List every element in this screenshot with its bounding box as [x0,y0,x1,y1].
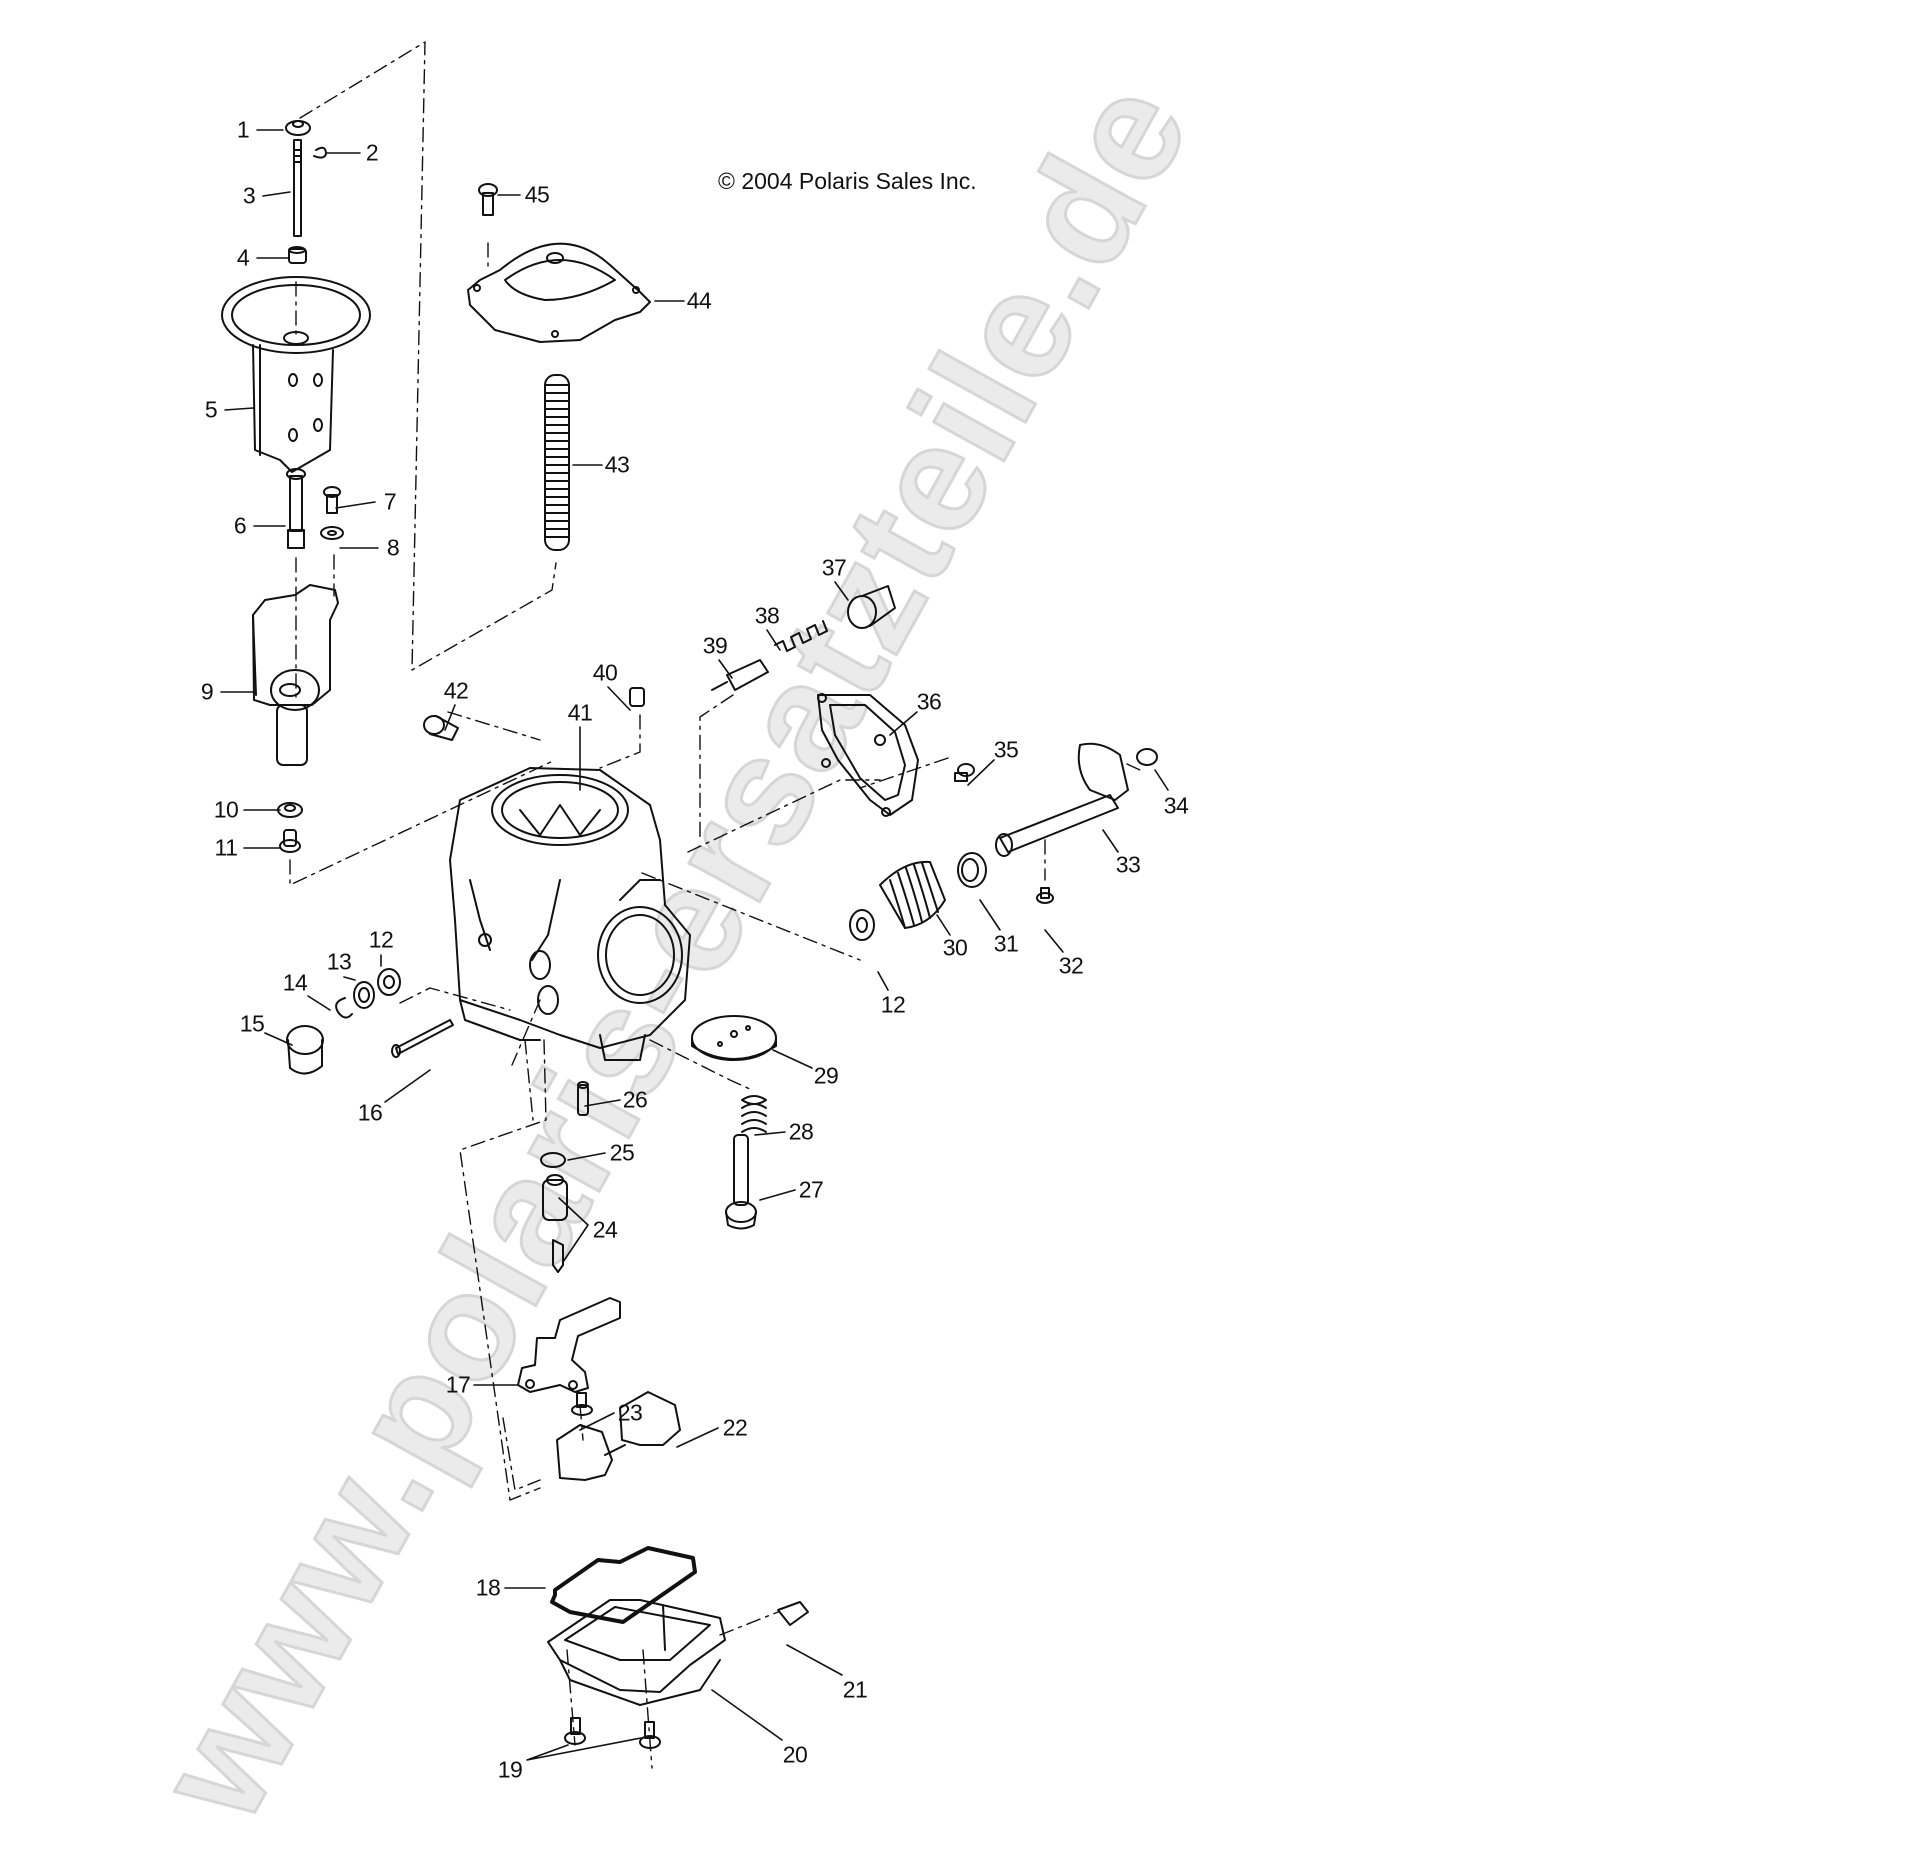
part-27-screw [725,1134,757,1230]
callout-part-37: 37 [821,554,847,581]
copyright-notice: © 2004 Polaris Sales Inc. [718,168,977,194]
part-33-shaft [995,742,1129,857]
part-44-cover [467,242,651,343]
part-23-screw [571,1392,593,1416]
part-9-holder [252,584,339,766]
part-14-clip [335,997,353,1019]
callout-part-23: 23 [617,1399,643,1426]
part-3-needle [293,139,302,237]
callout-part-34: 34 [1163,792,1189,819]
callout-part-44: 44 [686,287,712,314]
callout-part-10: 10 [213,796,239,823]
callout-part-3: 3 [242,182,256,209]
callout-part-20: 20 [782,1741,808,1768]
part-18-gasket [550,1546,697,1624]
part-38-spring [774,620,828,652]
callout-part-18: 18 [475,1574,501,1601]
part-40-jet [629,687,645,707]
part-1-nut [285,120,311,136]
callout-part-2: 2 [365,139,379,166]
callout-part-27: 27 [798,1176,824,1203]
part-13-washer [353,981,375,1009]
part-39-plunger [711,659,769,691]
callout-part-43: 43 [604,451,630,478]
part-11-jet [279,829,301,853]
part-36-cover [817,693,919,817]
part-28-spring [741,1095,767,1133]
part-25-oring [540,1152,566,1168]
callout-part-24: 24 [592,1216,618,1243]
callout-part-21: 21 [842,1676,868,1703]
callout-part-41: 41 [567,699,593,726]
callout-part-45: 45 [524,181,550,208]
callout-part-4: 4 [236,244,250,271]
callout-part-16: 16 [357,1099,383,1126]
part-24-valve [542,1174,568,1273]
part-22-float [556,1391,681,1481]
callout-part-5: 5 [204,396,218,423]
part-42-screw [423,715,459,741]
callout-part-1: 1 [236,116,250,143]
part-17-bracket [517,1297,621,1393]
callout-part-14: 14 [282,969,308,996]
part-16-pin [391,1019,454,1058]
callout-part-25: 25 [609,1139,635,1166]
callout-part-31: 31 [993,930,1019,957]
leader-lines [220,129,1169,1761]
callout-part-22: 22 [722,1414,748,1441]
callout-part-12: 12 [880,991,906,1018]
part-12-seal-right [849,909,875,941]
part-45-screw [478,183,498,216]
callout-part-42: 42 [443,677,469,704]
callout-part-29: 29 [813,1062,839,1089]
callout-part-7: 7 [383,488,397,515]
assembly-lines [289,41,1141,1769]
callout-part-33: 33 [1115,851,1141,878]
part-26-jet [577,1081,589,1116]
part-10-washer [277,802,303,818]
callout-part-11: 11 [214,834,238,861]
callout-part-28: 28 [788,1118,814,1145]
part-35-screw [954,763,975,782]
part-5-slide [221,276,371,473]
callout-part-9: 9 [200,678,214,705]
part-29-plate [691,1015,777,1061]
part-4-seat [288,246,307,264]
part-32-screw [1036,887,1054,904]
part-8-washer [320,526,344,540]
callout-part-38: 38 [754,602,780,629]
callout-part-32: 32 [1058,952,1084,979]
callout-part-36: 36 [916,688,942,715]
part-19-screws [564,1717,661,1749]
part-20-bowl [547,1599,726,1706]
callout-part-19: 19 [497,1756,523,1783]
part-2-clip [313,146,327,159]
callout-part-30: 30 [942,934,968,961]
part-12-seal-left [377,968,401,996]
callout-part-26: 26 [622,1086,648,1113]
callout-part-15: 15 [239,1010,265,1037]
callout-part-8: 8 [386,534,400,561]
part-31-bushing [957,852,987,888]
callout-part-39: 39 [702,632,728,659]
carburetor-body [449,767,691,1061]
callout-part-40: 40 [592,659,618,686]
callout-part-35: 35 [993,736,1019,763]
part-34-cap [1136,748,1158,766]
part-30-spring [879,860,946,929]
callout-part-12: 12 [368,926,394,953]
part-21-drain [777,1601,809,1626]
part-6-jet [286,468,306,549]
callout-part-17: 17 [445,1371,471,1398]
part-37-nut [847,585,896,629]
part-15-cap [286,1025,324,1075]
part-7-screw [323,486,341,514]
callout-part-6: 6 [233,512,247,539]
part-43-spring [544,374,570,551]
callout-part-13: 13 [326,948,352,975]
